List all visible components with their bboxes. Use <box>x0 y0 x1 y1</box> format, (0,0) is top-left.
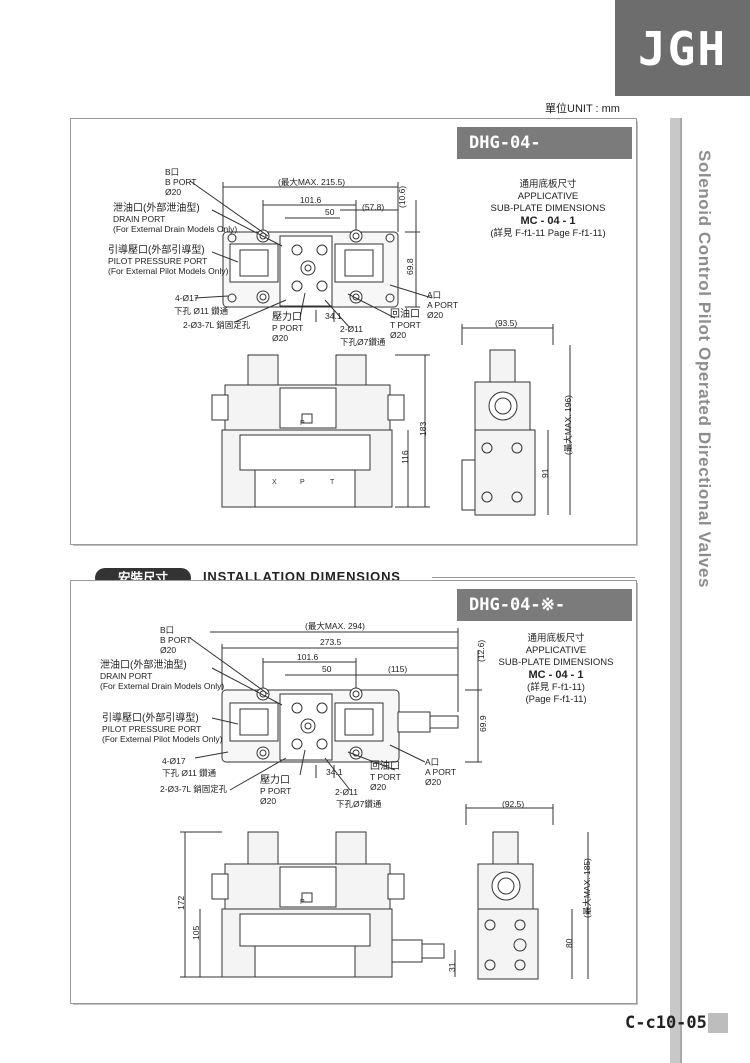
p2-d341: 34.1 <box>326 767 343 777</box>
p2-d172: 172 <box>176 895 186 910</box>
p2-d2735: 273.5 <box>320 637 342 647</box>
panel2-top-view <box>189 628 482 791</box>
p2-pin: 2-Ø3-7L 銷固定孔 <box>160 784 228 794</box>
unit-label: 單位UNIT : mm <box>545 103 620 115</box>
p2-d1016: 101.6 <box>297 652 319 662</box>
p2-d105: 105 <box>191 925 201 940</box>
svg-text:P: P <box>300 479 305 486</box>
p2-max: (最大MAX. 294) <box>305 621 365 631</box>
p2-d80: 80 <box>564 938 574 948</box>
p1-pilot-port: 引導壓口(外部引導型)PILOT PRESSURE PORT(For Exter… <box>108 245 229 277</box>
p2-holes-cn: 下孔 Ø11 鑽通 <box>162 768 217 778</box>
p2-d925: (92.5) <box>502 799 525 809</box>
p1-holes: 4-Ø17 <box>175 293 199 303</box>
p2-d2011: 2-Ø11 <box>335 787 358 797</box>
p1-max: (最大MAX. 215.5) <box>278 177 346 187</box>
p1-d106: (10.6) <box>397 185 407 208</box>
p1-d116: 116 <box>400 450 410 464</box>
p1-d196: (最大MAX. 196) <box>563 395 573 455</box>
p2-d699: 69.9 <box>478 715 488 732</box>
panel1-subplate-info: 通用底板尺寸 APPLICATIVE SUB-PLATE DIMENSIONS … <box>490 179 606 239</box>
svg-text:T: T <box>330 479 335 486</box>
section-rule <box>432 577 635 578</box>
p1-d7: 下孔Ø7鑽通 <box>340 337 386 347</box>
p2-d31: 31 <box>447 962 457 972</box>
sidebar-band <box>670 118 750 1063</box>
p2-d126: (12.6) <box>476 639 486 662</box>
panel1-model-title: DHG-04-※-50...DC <box>454 127 632 185</box>
p1-d91: 91 <box>540 468 550 478</box>
panel2-model-title: DHG-04-※-BK...DC <box>454 589 632 647</box>
panel1-side-view <box>461 324 571 516</box>
p1-d2011: 2-Ø11 <box>340 324 363 334</box>
p2-pilot-port: 引導壓口(外部引導型)PILOT PRESSURE PORT(For Exter… <box>102 713 223 745</box>
p2-d185: (最大MAX. 185) <box>582 858 592 918</box>
svg-text:X: X <box>272 479 277 486</box>
panel1-front-view <box>211 354 430 508</box>
p1-drain-port: 泄油口(外部泄油型)DRAIN PORT(For External Drain … <box>113 203 238 235</box>
p1-pin: 2-Ø3-7L 銷固定孔 <box>183 320 251 330</box>
p1-d935: (93.5) <box>495 318 518 328</box>
svg-text:P: P <box>300 899 305 906</box>
page-marker <box>708 1013 728 1033</box>
svg-text:P: P <box>300 420 305 427</box>
p1-d183: 183 <box>418 421 428 436</box>
p2-d115: (115) <box>388 664 408 674</box>
panel2-side-view <box>465 804 589 980</box>
p1-d1016: 101.6 <box>300 195 322 205</box>
p1-d578: (57.8) <box>362 202 385 212</box>
p2-drain-port: 泄油口(外部泄油型)DRAIN PORT(For External Drain … <box>100 660 225 692</box>
p1-d50: 50 <box>325 207 335 217</box>
panel2-front-view <box>180 831 456 978</box>
page-number: C-c10-05 <box>625 1013 707 1033</box>
panel2-subplate-info: 通用底板尺寸 APPLICATIVE SUB-PLATE DIMENSIONS … <box>498 633 614 705</box>
p1-d698: 69.8 <box>405 258 415 275</box>
p2-d50: 50 <box>322 664 332 674</box>
p2-d7: 下孔Ø7鑽通 <box>336 799 382 809</box>
brand-logo: JGH <box>615 0 750 96</box>
p1-holes-cn: 下孔 Ø11 鑽通 <box>174 306 229 316</box>
panel1-top-view <box>189 180 433 329</box>
p2-holes: 4-Ø17 <box>162 756 186 766</box>
p1-d341: 34.1 <box>325 311 342 321</box>
